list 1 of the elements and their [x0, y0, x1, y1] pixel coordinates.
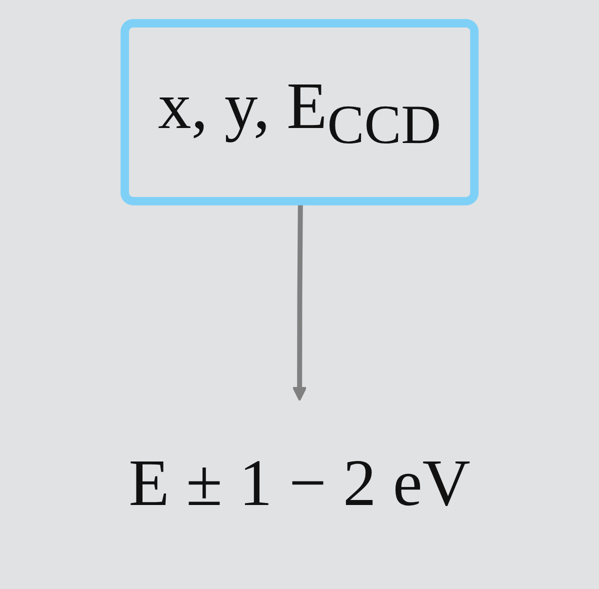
node-text: E ± 1 − 2 eV [128, 444, 470, 520]
